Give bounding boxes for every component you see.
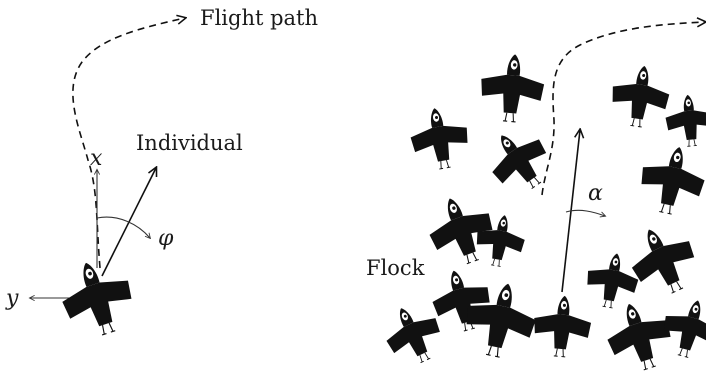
- phi-label: φ: [158, 226, 174, 251]
- flock-bird: [663, 92, 706, 149]
- individual-group: x y φ Individual Flight path: [5, 6, 318, 345]
- flock-bird: [477, 118, 561, 203]
- flock-bird: [582, 248, 643, 312]
- flock-bird: [477, 51, 548, 125]
- flock-group: α Flock: [366, 22, 706, 379]
- x-axis-label: x: [90, 146, 103, 171]
- flock-label: Flock: [366, 256, 425, 280]
- flock-bird: [405, 102, 474, 174]
- flock-flight-path-line: [541, 22, 705, 196]
- flock-bird: [419, 187, 503, 273]
- alpha-label: α: [588, 181, 603, 206]
- y-axis-label: y: [5, 286, 19, 311]
- individual-label: Individual: [136, 131, 243, 155]
- flight-path-label: Flight path: [200, 6, 318, 30]
- flock-bird: [530, 292, 594, 360]
- flock-bird: [634, 140, 706, 220]
- flock-bird: [607, 61, 674, 131]
- individual-flight-path-line: [72, 18, 185, 269]
- alpha-arc: [565, 209, 605, 216]
- phi-arc: [96, 216, 150, 238]
- flock-bird: [656, 293, 706, 364]
